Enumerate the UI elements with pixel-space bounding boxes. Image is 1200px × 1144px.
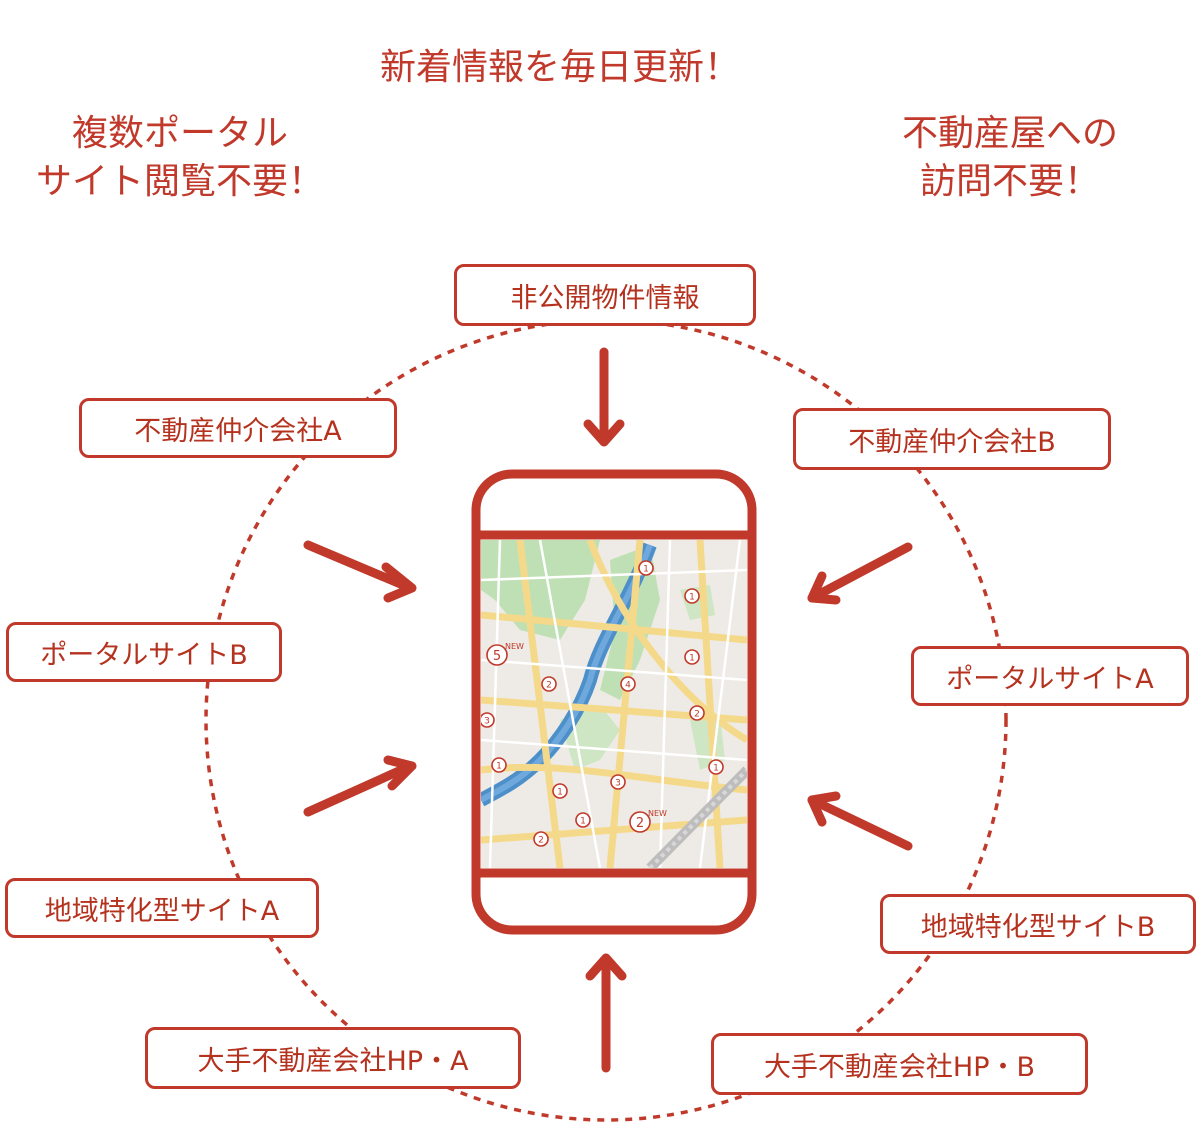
map-pin: 1 (684, 588, 700, 604)
map-pin: 1 (575, 812, 591, 828)
map-pin-count: 3 (615, 779, 621, 789)
arrow-icon-top (583, 347, 625, 447)
map-pin-count: 3 (484, 717, 490, 727)
map-pin: 1 (638, 560, 654, 576)
source-broker-b: 不動産仲介会社B (793, 408, 1111, 470)
map-pin-count: 5 (493, 649, 501, 664)
arrow-icon-lower-right (807, 791, 913, 851)
source-regional-a: 地域特化型サイトA (5, 878, 319, 938)
map-pin: 5 NEW (486, 642, 524, 666)
map-pin: 4 (620, 676, 636, 692)
map-pin-new-badge: NEW (648, 809, 667, 818)
map-pin: 2 (541, 676, 557, 692)
dashed-circle (204, 318, 1008, 1122)
heading-right-line2: 訪問不要！ (919, 161, 1100, 202)
map-pin: 1 (552, 783, 568, 799)
map-pin: 1 (491, 757, 507, 773)
heading-right-line1: 不動産屋への (901, 113, 1118, 154)
heading-no-portal-browsing: 複数ポータル サイト閲覧不要！ (30, 110, 330, 206)
arrow-icon-upper-left (303, 540, 417, 603)
map-pin-count: 2 (694, 710, 700, 720)
map-pin: 3 (610, 774, 626, 790)
map-pin-count: 2 (538, 836, 544, 846)
map-pin-count: 2 (546, 681, 552, 691)
source-broker-a: 不動産仲介会社A (79, 398, 397, 458)
map-pin-count: 1 (689, 593, 695, 603)
map-pin: 2 (689, 705, 705, 721)
map-pin-count: 2 (636, 816, 644, 831)
map-pin-count: 1 (643, 565, 649, 575)
map-pin-count: 1 (557, 788, 563, 798)
source-major-hp-a: 大手不動産会社HP・A (145, 1027, 521, 1089)
arrow-icon-upper-right (807, 542, 913, 605)
heading-daily-update: 新着情報を毎日更新！ (380, 47, 741, 88)
map-pin: 2 (533, 831, 549, 847)
source-private-listings: 非公開物件情報 (454, 264, 756, 326)
map-pin: 1 (684, 649, 700, 665)
map-pin-count: 1 (580, 817, 586, 827)
heading-left-line2: サイト閲覧不要！ (35, 161, 324, 202)
map-pin-new-badge: NEW (505, 642, 524, 651)
source-regional-b: 地域特化型サイトB (880, 894, 1196, 954)
map-pin: 1 (708, 759, 724, 775)
source-major-hp-b: 大手不動産会社HP・B (711, 1033, 1088, 1095)
heading-left-line1: 複数ポータル (71, 113, 288, 154)
arrow-icon-bottom (585, 953, 627, 1073)
map-pin-count: 1 (689, 654, 695, 664)
map-pin-count: 1 (496, 762, 502, 772)
heading-no-agency-visit: 不動産屋への 訪問不要！ (860, 110, 1160, 206)
arrow-icon-lower-left (303, 755, 417, 817)
source-portal-a: ポータルサイトA (911, 646, 1189, 706)
map-pin: 3 (481, 712, 495, 728)
map-pin-count: 4 (625, 681, 631, 691)
map-pin: 2 NEW (629, 809, 667, 833)
source-portal-b: ポータルサイトB (6, 622, 282, 682)
map-pin-count: 1 (713, 764, 719, 774)
